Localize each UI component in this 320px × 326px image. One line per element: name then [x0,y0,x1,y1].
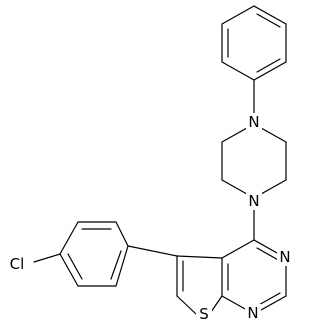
bond-phenyl-inner-1 [256,13,281,28]
bond-thio-c6-s [176,295,197,315]
atom-n-piperazine-top: N [248,113,259,131]
bond-thio-c4a-c5 [176,255,223,259]
bond-clph-6 [115,245,129,287]
atom-label-layer: N N N N S Cl [4,113,293,323]
bond-pyr-double-1 [256,247,281,262]
bond-phenyl-inner-2 [256,58,281,73]
atom-n-piperazine-bottom: N [248,192,259,210]
bond-clph-inner-3 [110,250,122,280]
bond-clph-4 [59,253,79,287]
bond-phenyl-4 [221,61,255,81]
molecule-canvas: N N N N S Cl [4,5,293,323]
bond-clph-1 [115,221,129,247]
bond-phenyl-3 [253,61,287,81]
bond-clph-inner-2 [67,253,83,280]
bond-layer [33,5,287,315]
bond-thio-s-c7a [210,295,223,313]
bond-phenyl-6 [221,5,255,25]
atom-cl: Cl [10,255,25,273]
bond-cl [33,253,61,263]
bond-c5-aryl [127,245,178,257]
atom-n-pyrimidine-3: N [279,248,290,266]
bond-phenyl-1 [253,5,287,25]
bond-pyr-double-2 [256,292,281,307]
bond-pyr-c4a-c4 [221,239,255,259]
atom-s-thiophene: S [199,305,209,323]
molecule-structure: N N N N S Cl [4,5,293,323]
atom-n-pyrimidine-1: N [247,304,258,322]
bond-clph-3 [59,221,79,255]
